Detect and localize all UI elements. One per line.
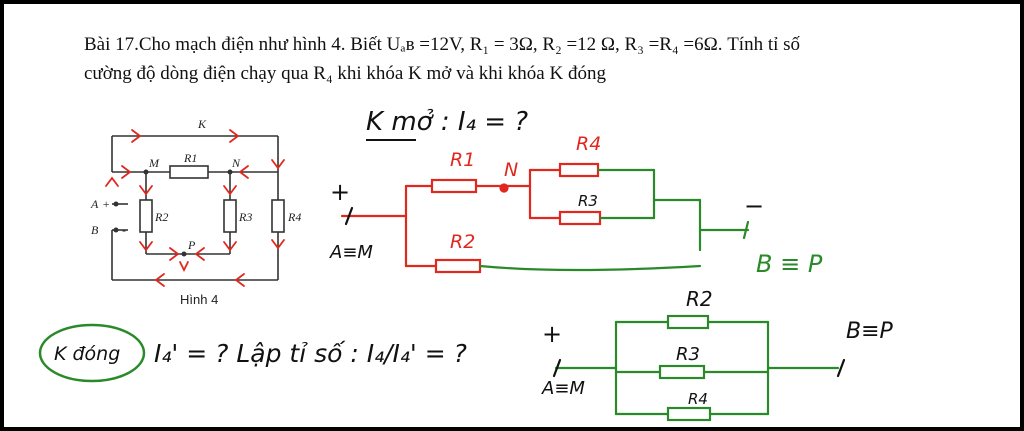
figure-r1-resistor — [169, 165, 209, 179]
closed-r3-resistor — [658, 364, 706, 380]
open-label-r2: R2 — [450, 231, 475, 253]
closed-label-b-eq-p: B≡P — [846, 319, 894, 344]
open-r2-resistor — [434, 258, 482, 274]
open-label-r3: R3 — [578, 192, 598, 210]
figure-nodes — [113, 169, 233, 257]
open-label-r4: R4 — [576, 133, 601, 155]
open-label-plus: + — [330, 178, 350, 206]
node-n-dot — [227, 169, 233, 175]
closed-label-r4: R4 — [688, 390, 708, 408]
terminal-b-dot — [113, 227, 119, 233]
problem-line-1: Bài 17.Cho mạch điện như hình 4. Biết Uₐ… — [84, 34, 801, 55]
open-r1-resistor — [430, 178, 478, 194]
note-k-open: K mở : I₄ = ? — [366, 107, 528, 137]
circuit-k-open — [340, 162, 750, 274]
circuit-closed-labels: R2 R3 R4 + A≡M B≡P — [541, 287, 894, 408]
figure-hinh-4 — [111, 135, 285, 281]
node-m-dot — [143, 169, 149, 175]
circuit-open-green-wires — [478, 168, 750, 272]
open-terminal-a-tick — [344, 206, 354, 226]
figure-label-p: P — [187, 238, 196, 252]
open-label-n: N — [504, 159, 518, 181]
annotations-layer: K M R1 N R2 R3 R4 P A + B - Hình 4 K mở … — [38, 107, 894, 422]
figure-label-r3: R3 — [238, 210, 252, 224]
figure-label-r2: R2 — [154, 210, 168, 224]
figure-label-k: K — [197, 117, 207, 131]
open-label-a-eq-m: A≡M — [329, 242, 373, 263]
figure-current-arrows — [105, 129, 285, 287]
open-label-r1: R1 — [450, 149, 475, 171]
node-p-dot — [181, 251, 187, 257]
figure-label-plus: + — [102, 197, 110, 211]
problem-line-2: cường độ dòng điện chạy qua R₄ khi khóa … — [84, 63, 606, 84]
figure-r2-resistor — [139, 199, 153, 233]
problem-statement: Bài 17.Cho mạch điện như hình 4. Biết Uₐ… — [84, 30, 1004, 88]
note-k-closed: K đóng — [54, 343, 120, 365]
closed-r4-resistor — [666, 406, 712, 422]
closed-label-r2: R2 — [686, 287, 713, 311]
terminal-a-dot — [113, 201, 119, 207]
figure-label-n: N — [231, 156, 241, 170]
figure-label-m: M — [148, 156, 160, 170]
figure-r4-resistor — [271, 199, 285, 233]
closed-r2-resistor — [666, 314, 710, 330]
note-k-closed-question: I₄' = ? Lập tỉ số : I₄/I₄' = ? — [154, 339, 467, 368]
figure-r3-resistor — [223, 199, 237, 233]
closed-label-plus: + — [542, 320, 562, 348]
figure-caption: Hình 4 — [180, 292, 218, 307]
circuit-open-red-wires — [340, 162, 602, 274]
open-label-minus: − — [744, 192, 764, 220]
figure-label-minus: - — [122, 223, 126, 237]
open-label-b-eq-p: B ≡ P — [756, 250, 823, 278]
figure-label-a: A — [90, 197, 99, 211]
closed-label-r3: R3 — [676, 344, 700, 365]
circuit-k-closed — [552, 314, 846, 422]
open-r4-resistor — [558, 162, 600, 178]
figure-label-b: B — [91, 223, 99, 237]
figure-labels: K M R1 N R2 R3 R4 P A + B - — [90, 117, 301, 252]
open-terminal-b-tick — [742, 220, 750, 240]
k-closed-circle — [38, 323, 146, 383]
open-r3-resistor — [558, 210, 602, 226]
circuit-open-labels: R1 N R4 R3 R2 + − A≡M B ≡ P — [329, 133, 823, 278]
whiteboard: Bài 17.Cho mạch điện như hình 4. Biết Uₐ… — [4, 4, 1020, 427]
open-node-n-dot — [499, 183, 509, 193]
figure-label-r1: R1 — [183, 151, 197, 165]
figure-label-r4: R4 — [287, 210, 301, 224]
closed-label-a-eq-m: A≡M — [541, 378, 585, 399]
